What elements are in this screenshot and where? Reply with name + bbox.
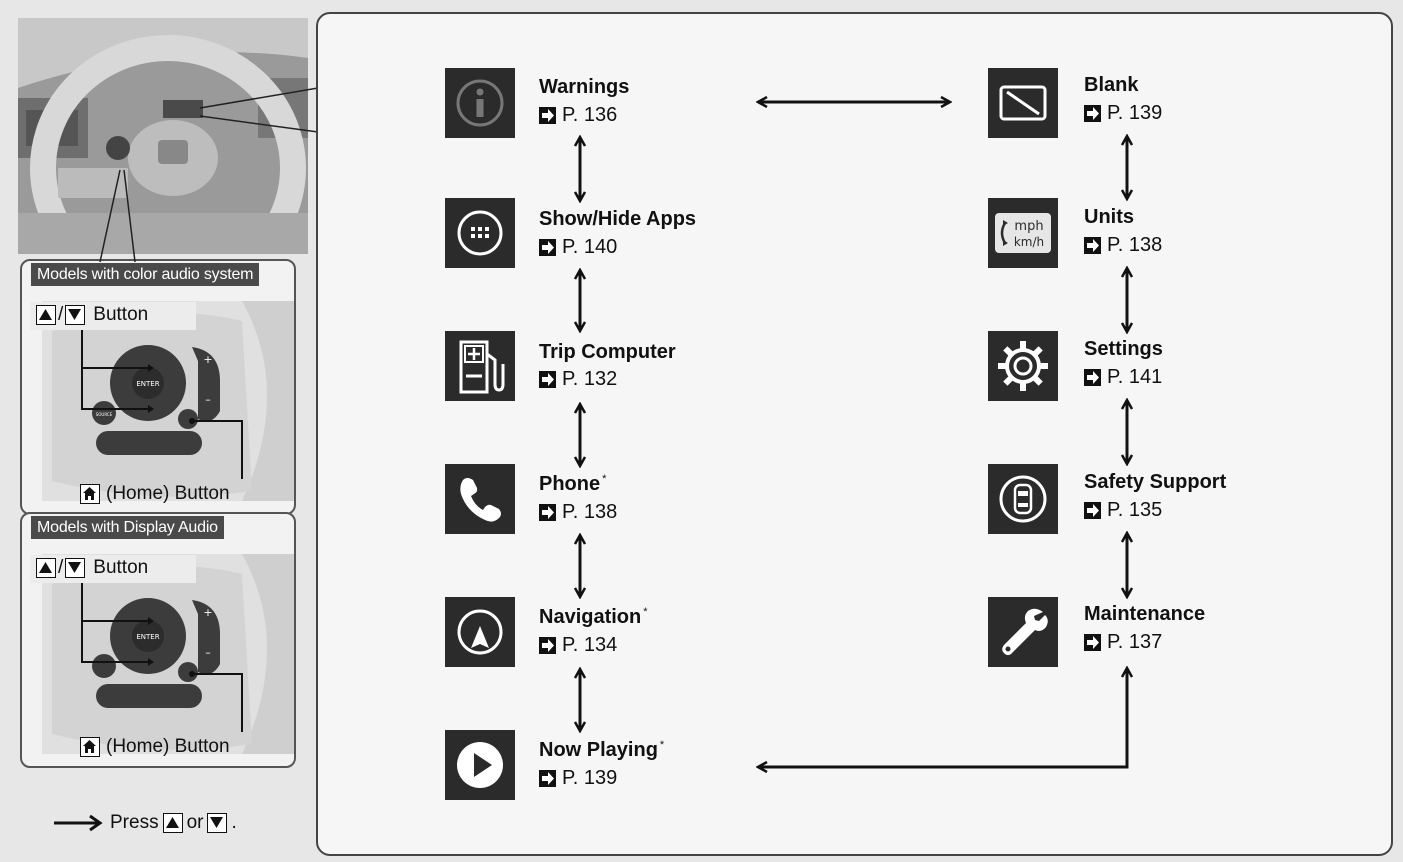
display-audio-title: Models with Display Audio [31,516,224,539]
fuel-pump-icon [445,331,515,401]
legend: Press or . [54,812,237,834]
menu-label-units: Units [1084,206,1134,228]
down-key-icon [65,305,86,325]
enter-button-2[interactable]: ENTER [136,633,159,641]
apps-icon [445,198,515,268]
volume-up-button[interactable]: + [203,353,212,366]
page-ref-icon [539,637,556,654]
compass-icon [445,597,515,667]
down-key-icon [65,558,86,578]
menu-label-settings: Settings [1084,338,1163,360]
phone-icon [445,464,515,534]
menu-label-phone: Phone* [539,473,607,495]
arrow-right-icon [54,814,103,832]
enter-button[interactable]: ENTER [136,380,159,388]
menu-ref-trip-computer: P. 132 [539,368,617,391]
wrench-icon [988,597,1058,667]
volume-down-button-2[interactable]: – [205,646,211,659]
menu-ref-blank: P. 139 [1084,102,1162,125]
page-ref-icon [1084,634,1101,651]
page-ref-icon [1084,105,1101,122]
page-ref-icon [1084,369,1101,386]
menu-label-warnings: Warnings [539,76,630,98]
page-ref-icon [1084,237,1101,254]
menu-ref-units: P. 138 [1084,234,1162,257]
updown-button-caption: / Button [36,304,148,326]
menu-ref-settings: P. 141 [1084,366,1162,389]
steering-switch-photo-2: ENTER + – [42,554,294,754]
volume-down-button[interactable]: – [205,393,211,406]
menu-label-navigation: Navigation* [539,606,648,628]
menu-ref-maintenance: P. 137 [1084,631,1162,654]
menu-label-trip-computer: Trip Computer [539,341,676,363]
color-audio-box: Models with color audio system ENTER SOU… [20,259,296,515]
page-ref-icon [1084,502,1101,519]
color-audio-title: Models with color audio system [31,263,260,286]
menu-ref-now-playing: P. 139 [539,767,617,790]
menu-label-safety-support: Safety Support [1084,471,1227,493]
down-key-icon [207,813,228,833]
menu-label-blank: Blank [1084,74,1139,96]
svg-text:km/h: km/h [1014,235,1044,249]
menu-ref-navigation: P. 134 [539,634,617,657]
play-icon [445,730,515,800]
page-ref-icon [539,770,556,787]
page-ref-icon [539,107,556,124]
steering-switch-photo: ENTER SOURCE + – [42,301,294,501]
gear-icon [988,331,1058,401]
menu-ref-show-hide-apps: P. 140 [539,236,617,259]
menu-ref-safety-support: P. 135 [1084,499,1162,522]
home-key-icon [80,484,100,504]
page-ref-icon [539,239,556,256]
up-key-icon [36,305,56,325]
menu-ref-warnings: P. 136 [539,104,617,127]
callout-lines [99,87,319,263]
up-key-icon [162,813,183,833]
info-icon [445,68,515,138]
menu-label-now-playing: Now Playing* [539,739,665,761]
menu-label-maintenance: Maintenance [1084,603,1206,625]
source-button[interactable]: SOURCE [96,412,113,417]
menu-label-show-hide-apps: Show/Hide Apps [539,208,697,230]
home-button-caption-2: (Home) Button [80,736,230,758]
blank-screen-icon [988,68,1058,138]
volume-up-button-2[interactable]: + [203,606,212,619]
page-ref-icon [539,504,556,521]
units-icon: mph km/h [988,198,1058,268]
car-safety-icon [988,464,1058,534]
svg-text:mph: mph [1014,219,1043,234]
updown-button-caption-2: / Button [36,557,148,579]
menu-ref-phone: P. 138 [539,501,617,524]
page-ref-icon [539,371,556,388]
home-key-icon [80,737,100,757]
display-audio-box: Models with Display Audio ENTER + – / [20,512,296,768]
up-key-icon [36,558,56,578]
dashboard-photo [18,18,308,254]
home-button-caption: (Home) Button [80,483,230,505]
